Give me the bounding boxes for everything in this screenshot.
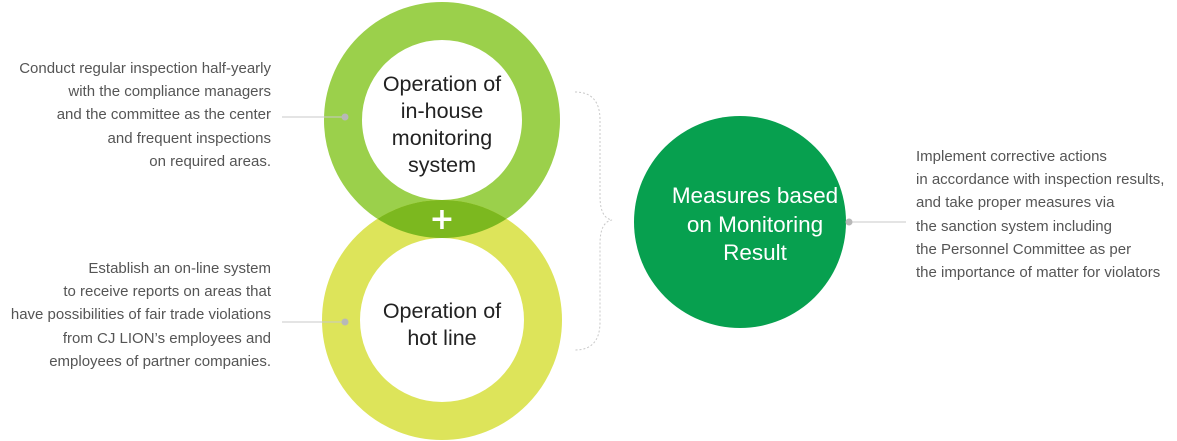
top-circle-label-line: in-house xyxy=(400,99,484,123)
result-description-line: in accordance with inspection results, xyxy=(916,171,1165,189)
bottom-description-line: have possibilities of fair trade violati… xyxy=(10,306,271,324)
result-description: Implement corrective actions in accordan… xyxy=(916,145,1177,284)
top-description: Conduct regular inspection half-yearly w… xyxy=(0,57,271,173)
plus-icon: + xyxy=(429,202,454,237)
top-description-line: and the committee as the center xyxy=(56,106,271,124)
bottom-circle-label: Operation of hot line xyxy=(362,280,522,370)
result-circle-label: Measures based on Monitoring Result xyxy=(640,160,870,290)
result-description-line: the Personnel Committee as per xyxy=(916,240,1132,258)
connector-brace xyxy=(574,91,613,351)
result-circle-label-line: on Monitoring xyxy=(686,211,824,237)
bottom-description-line: Establish an on-line system xyxy=(88,260,271,277)
bottom-description-line: to receive reports on areas that xyxy=(63,283,271,301)
result-description-line: the sanction system including xyxy=(916,217,1112,235)
bottom-circle-label-line: Operation of xyxy=(382,299,502,323)
result-description-line: and take proper measures via xyxy=(916,194,1115,212)
result-connector-dot xyxy=(845,218,853,226)
top-circle-label-line: monitoring xyxy=(391,126,493,150)
result-description-line: Implement corrective actions xyxy=(916,148,1107,165)
bottom-description: Establish an on-line system to receive r… xyxy=(0,257,271,373)
top-circle-label-line: Operation of xyxy=(382,72,502,96)
bottom-circle-label-line: hot line xyxy=(407,326,477,350)
top-description-line: with the compliance managers xyxy=(68,83,271,101)
result-circle-label-line: Measures based xyxy=(671,183,839,209)
bottom-description-line: employees of partner companies. xyxy=(49,352,271,370)
top-description-line: and frequent inspections xyxy=(107,129,271,147)
top-description-line: Conduct regular inspection half-yearly xyxy=(19,60,271,77)
top-connector-dot xyxy=(341,113,349,121)
top-circle-label: Operation of in-house monitoring system xyxy=(362,60,522,190)
result-circle xyxy=(634,116,846,328)
result-circle-label-line: Result xyxy=(723,240,787,266)
bottom-connector-dot xyxy=(341,318,349,326)
bottom-description-line: from CJ LION’s employees and xyxy=(62,329,271,347)
result-description-line: the importance of matter for violators xyxy=(916,264,1161,282)
top-description-line: on required areas. xyxy=(149,152,271,170)
top-circle-label-line: system xyxy=(407,153,477,177)
